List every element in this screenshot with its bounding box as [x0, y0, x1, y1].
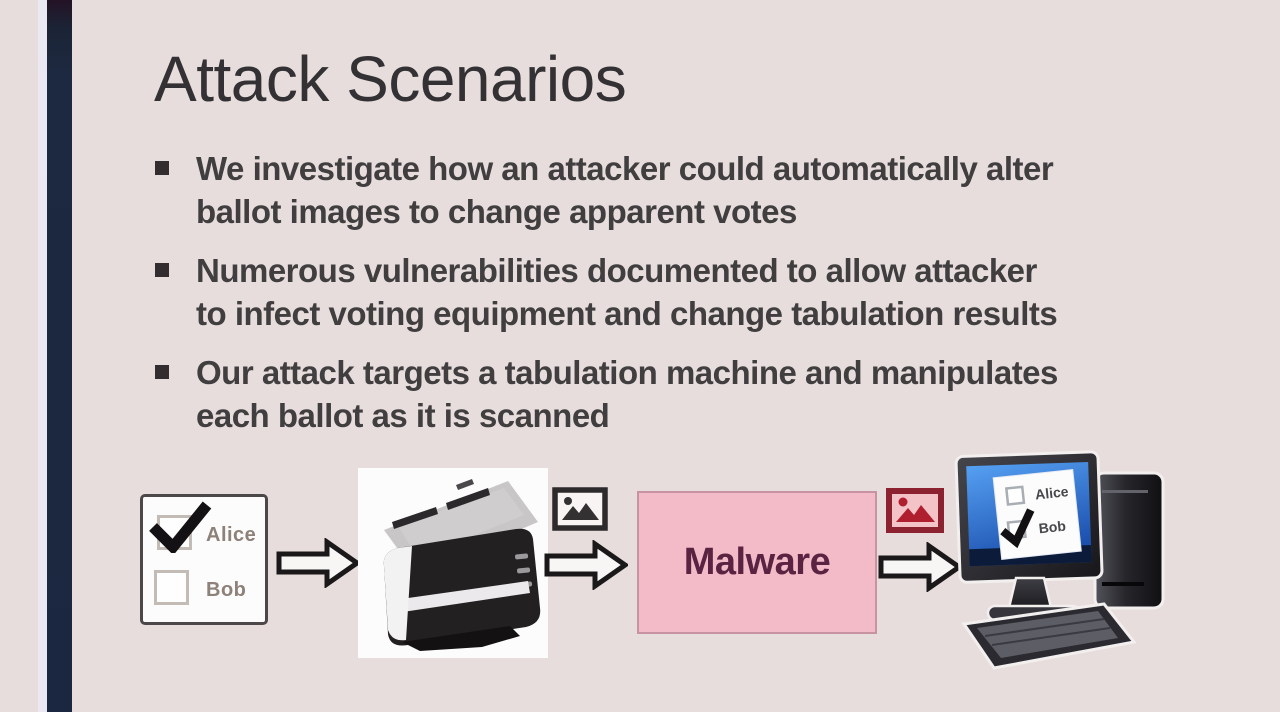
- malware-label: Malware: [683, 541, 831, 583]
- screen-ballot: Alice Bob: [992, 468, 1082, 560]
- bullet-item: We investigate how an attacker could aut…: [155, 147, 1280, 233]
- bullet-text: Numerous vulnerabilities documented to a…: [196, 249, 1280, 335]
- right-arrow-icon: [276, 538, 360, 588]
- computer-graphic: Alice Bob: [954, 450, 1165, 670]
- scanner-output-slot: [394, 581, 530, 613]
- checkmark-icon: [149, 501, 212, 553]
- scanner-graphic: [383, 479, 541, 651]
- keyboard: [961, 602, 1137, 670]
- bullet-text: We investigate how an attacker could aut…: [196, 147, 1280, 233]
- ballot-option-label: Bob: [206, 579, 247, 601]
- right-arrow-icon: [544, 540, 628, 590]
- bullet-line: Numerous vulnerabilities documented to a…: [196, 252, 1037, 289]
- bullet-item: Our attack targets a tabulation machine …: [155, 351, 1280, 437]
- document-scanner-illustration: [358, 468, 548, 658]
- bullet-marker: [155, 263, 169, 277]
- bullet-line: We investigate how an attacker could aut…: [196, 150, 1054, 187]
- bullet-item: Numerous vulnerabilities documented to a…: [155, 249, 1280, 335]
- ballot-option-label: Alice: [206, 524, 257, 546]
- bullet-marker: [155, 161, 169, 175]
- paper-ballot: Alice Bob: [140, 494, 268, 625]
- bullet-marker: [155, 365, 169, 379]
- slide-title: Attack Scenarios: [154, 43, 627, 115]
- scanner-base: [402, 626, 520, 651]
- checkmark-icon: [1000, 508, 1035, 549]
- altered-image-file-icon: [886, 488, 944, 533]
- scanner-body: [383, 528, 541, 646]
- accent-bar: [47, 0, 72, 712]
- bullet-text: Our attack targets a tabulation machine …: [196, 351, 1280, 437]
- scanner-side-panel: [383, 546, 412, 641]
- computer-tower: [1093, 471, 1165, 610]
- screen-option-label: Bob: [1038, 518, 1067, 537]
- malware-box: Malware: [637, 491, 877, 634]
- right-arrow-icon: [878, 542, 962, 592]
- checkbox: [154, 570, 189, 605]
- bullet-line: to infect voting equipment and change ta…: [196, 295, 1058, 332]
- monitor: Alice Bob: [954, 450, 1104, 584]
- bullet-line: Our attack targets a tabulation machine …: [196, 354, 1058, 391]
- bullet-line: ballot images to change apparent votes: [196, 193, 797, 230]
- bullet-line: each ballot as it is scanned: [196, 397, 610, 434]
- desktop-computer-illustration: Alice Bob: [952, 446, 1182, 672]
- image-file-icon: [552, 487, 608, 531]
- edge-highlight-strip: [38, 0, 47, 712]
- screen-option-label: Alice: [1034, 483, 1069, 502]
